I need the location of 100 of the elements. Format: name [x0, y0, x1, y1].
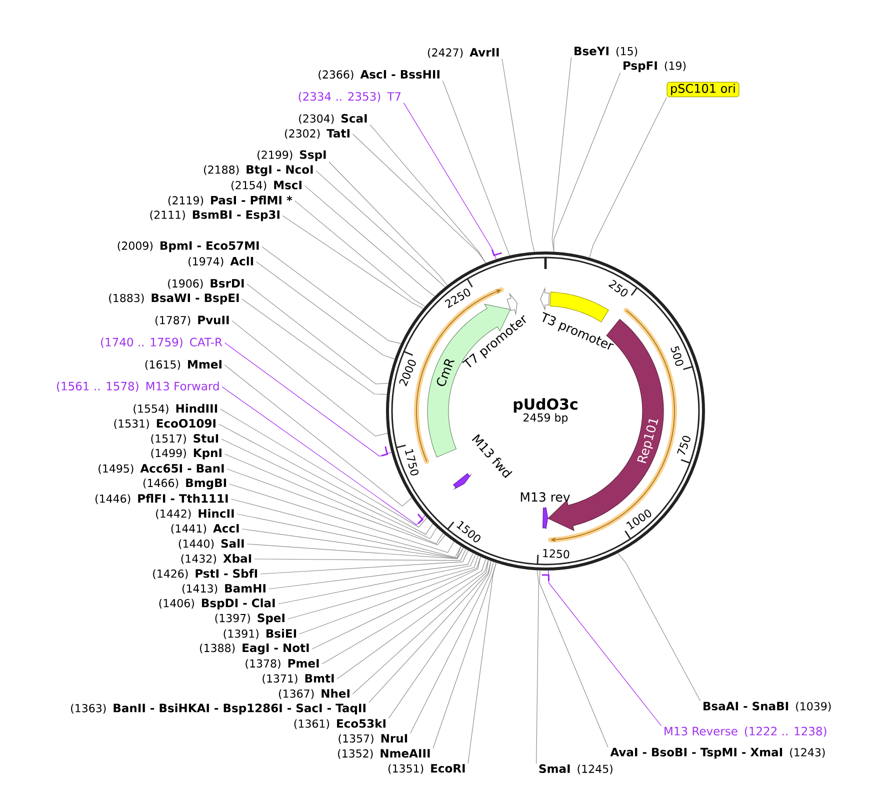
primer-label: (2334 .. 2353) T7	[298, 92, 401, 102]
leader-line	[468, 562, 497, 764]
leader-line	[294, 200, 426, 307]
leader-line	[368, 560, 492, 704]
leader-line	[229, 484, 454, 553]
leader-line	[316, 170, 446, 288]
site-label: (1378) PmeI	[246, 659, 319, 669]
site-label: (1615) MmeI	[145, 360, 222, 370]
site-label: (1391) BsiEI	[224, 628, 296, 640]
site-label: (1974) AclI	[188, 256, 254, 267]
leader-line	[221, 438, 438, 540]
site-label: (2199) SspI	[258, 150, 326, 162]
site-label: (1531) EcoO109I	[114, 419, 216, 429]
leader-line	[589, 96, 667, 258]
leader-line	[222, 386, 426, 526]
site-label: AvaI - BsoBI - TspMI - XmaI (1243)	[610, 748, 825, 759]
site-label: (1363) BanII - BsiHKAI - Bsp1286I - SacI - TaqII	[71, 703, 366, 715]
leader-line	[246, 284, 389, 384]
site-label: (1787) PvuII	[156, 316, 229, 326]
site-label: (1426) PstI - SbfI	[153, 568, 258, 580]
site-label: (1499) KpnI	[151, 448, 222, 460]
site-label: (1442) HincII	[156, 508, 234, 520]
leader-line	[256, 261, 395, 360]
leader-line	[352, 134, 486, 264]
site-label: (1517) StuI	[151, 434, 218, 444]
site-label: (2304) ScaI	[299, 114, 367, 124]
leader-line	[230, 498, 462, 558]
site-label: (2366) AscI - BssHII	[318, 70, 440, 80]
leader-line	[242, 298, 388, 395]
site-label: (1371) BmtI	[262, 674, 334, 684]
site-label: (1361) Eco53kI	[294, 718, 386, 730]
leader-line	[268, 552, 474, 590]
leader-line	[224, 454, 444, 544]
site-label: BseYI (15)	[574, 46, 638, 57]
site-label: (2119) PasI - PflMI *	[168, 196, 292, 206]
leader-line	[254, 548, 466, 561]
leader-line	[403, 102, 497, 260]
leader-line	[287, 555, 478, 620]
site-label: (1432) XbaI	[181, 554, 252, 564]
leader-line	[352, 560, 489, 694]
tick-label: 1250	[543, 549, 570, 558]
site-label: (1388) EagI - NotI	[200, 644, 309, 654]
site-label: (1352) NmeAIII	[338, 749, 430, 759]
primer-label: (1561 .. 1578) M13 Forward	[57, 382, 219, 392]
primer-label: (1740 .. 1759) CAT-R	[101, 338, 222, 348]
primer-label: M13 Reverse (1222 .. 1238)	[664, 726, 826, 737]
site-label: (1495) Acc65I - BanI	[98, 464, 224, 474]
site-label: (2111) BsmBI - Esp3I	[150, 210, 280, 222]
leader-line	[554, 72, 621, 252]
site-label: PspFI (19)	[624, 61, 686, 72]
leader-line	[388, 560, 492, 718]
site-label: (1466) BmgBI	[143, 478, 226, 490]
site-label: (1446) PflFI - Tth111I	[96, 494, 228, 504]
site-label: (1367) NheI	[278, 688, 350, 700]
site-label: (1406) BspDI - ClaI	[159, 598, 275, 610]
leader-line	[224, 342, 392, 457]
leader-line	[246, 544, 464, 560]
leader-line	[260, 550, 468, 574]
site-label: (1413) BamHI	[182, 584, 266, 594]
site-label: (2302) TatI	[284, 129, 350, 139]
tick-label: 250	[608, 280, 628, 296]
site-label: (1441) AccI	[171, 524, 239, 534]
site-label: (1906) BsrDI	[168, 279, 244, 289]
leader-line	[442, 80, 510, 256]
leader-line	[312, 556, 481, 650]
leader-line	[539, 570, 608, 748]
leader-line	[370, 124, 486, 264]
leader-line	[410, 562, 494, 734]
leader-line	[232, 320, 388, 436]
site-label: (1440) SalI	[178, 538, 244, 550]
leader-line	[552, 57, 572, 252]
leader-line	[304, 185, 435, 297]
leader-line	[502, 58, 535, 252]
leader-line	[299, 556, 481, 634]
leader-line	[322, 558, 486, 664]
leader-line	[220, 408, 428, 528]
leader-line	[536, 570, 539, 764]
site-label: (1554) HindIII	[134, 404, 218, 414]
leader-line	[278, 554, 476, 604]
feature-tag: pSC101 ori	[666, 82, 740, 98]
leader-line	[262, 246, 402, 344]
site-label: (1351) EcoRI	[388, 764, 465, 774]
leader-line	[328, 162, 448, 286]
site-label: (2154) MscI	[231, 180, 302, 191]
tick-label: 2000	[399, 360, 416, 386]
site-label: (1357) NruI	[338, 734, 408, 744]
leader-line	[242, 528, 464, 559]
tick-label: 750	[676, 436, 690, 455]
site-label: (2009) BpmI - Eco57MI	[118, 241, 259, 252]
leader-line	[548, 570, 662, 726]
site-label: (1397) SpeI	[215, 614, 284, 624]
leader-line	[226, 468, 446, 546]
leader-line	[224, 364, 412, 506]
site-label: BsaAI - SnaBI (1039)	[704, 702, 831, 712]
leader-line	[236, 514, 462, 559]
site-label: SmaI (1245)	[539, 764, 612, 774]
site-label: (2427) AvrII	[428, 48, 499, 58]
tick-label: 1750	[405, 448, 419, 476]
leader-line	[218, 424, 434, 535]
site-label: (2188) BtgI - NcoI	[204, 165, 313, 176]
